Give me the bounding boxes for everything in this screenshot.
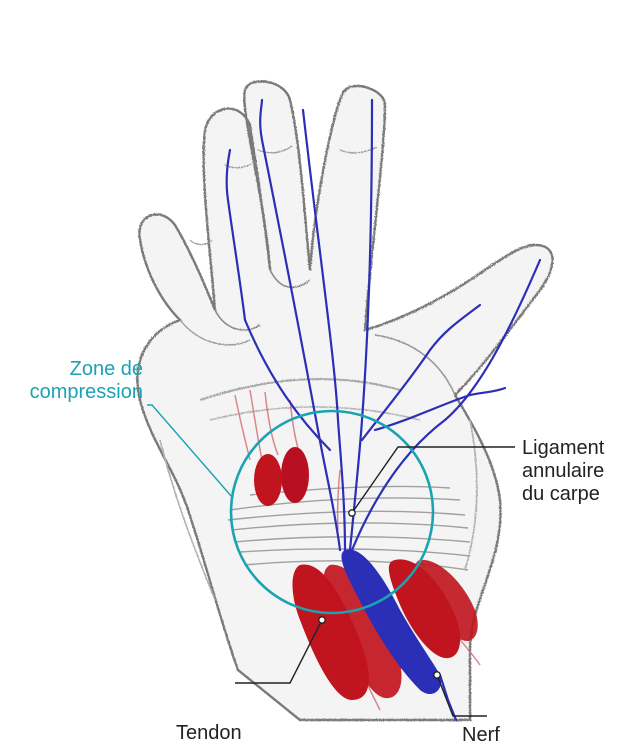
label-zone-compression: Zone de compression <box>0 358 143 404</box>
label-nerf: Nerf <box>462 724 500 747</box>
label-tendon: Tendon <box>176 722 242 745</box>
label-ligament: Ligament annulaire du carpe <box>522 437 631 506</box>
